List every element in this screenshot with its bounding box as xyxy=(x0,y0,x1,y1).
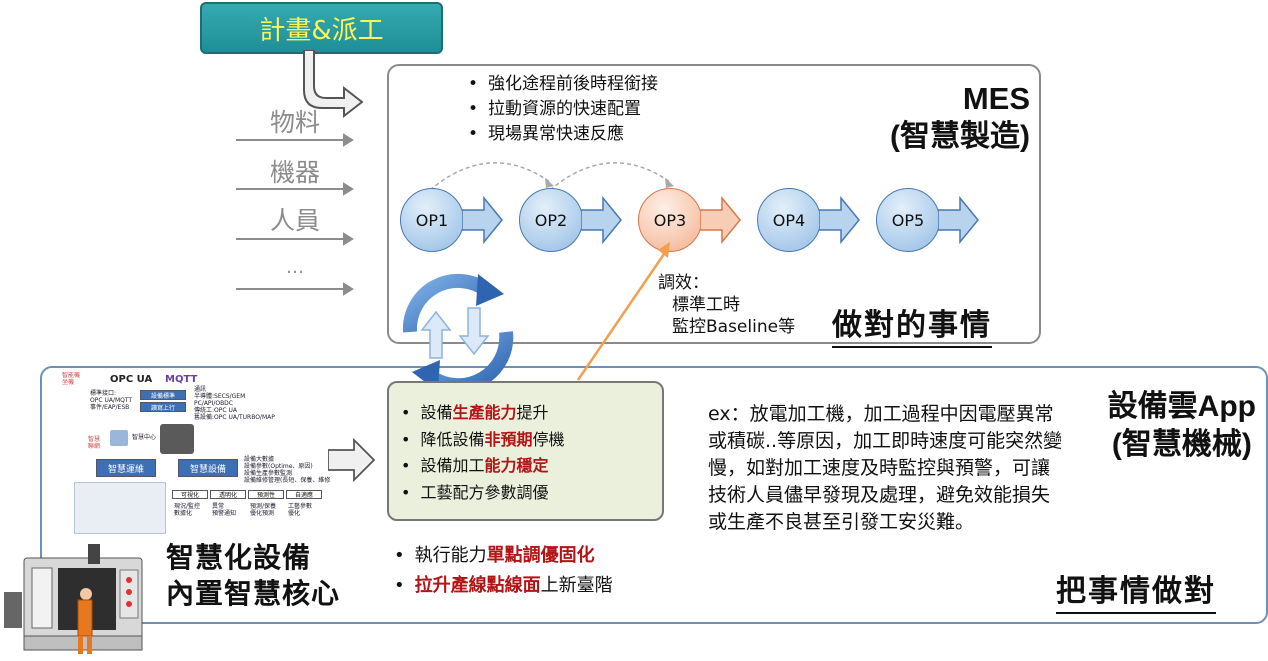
opc-ua-logo: OPC UA xyxy=(110,374,153,385)
execution-item: 執行能力單點調優固化 xyxy=(394,541,613,571)
thumb-right-notes: 通訊 半導體:SECS/GEM PC/API/OBDC 傳統工:OPC UA 舊… xyxy=(194,386,275,421)
thumb-side-label: 智慧 聯網 xyxy=(88,436,101,450)
thumb-step-desc: 預測/保養 優化預測 xyxy=(250,503,277,517)
op5-arrow xyxy=(938,196,979,245)
benefit-list: 設備生產能力提升 降低設備非預期停機 設備加工能力穩定 工藝配方參數調優 xyxy=(401,400,564,506)
thumb-btn-ops: 智慧運維 xyxy=(96,459,156,477)
smart-core-line1: 智慧化設備 xyxy=(166,541,312,574)
op1-arrow xyxy=(462,196,503,245)
op1-node: OP1 xyxy=(400,188,464,252)
benefit-item: 設備加工能力穩定 xyxy=(401,453,564,480)
op4-arrow xyxy=(819,196,860,245)
thumb-step: 透明化 xyxy=(210,490,246,499)
op3-arrow xyxy=(700,196,741,245)
input-more-label: … xyxy=(286,257,304,278)
smart-machine-title: 設備雲App (智慧機械) xyxy=(1108,388,1256,464)
execution-item: 拉升產線點線面上新臺階 xyxy=(394,571,613,601)
thumb-protocols: 標準接口: OPC UA/MQTT 事件/EAP/ESB xyxy=(90,390,133,411)
mes-bullet: 拉動資源的快速配置 xyxy=(468,97,658,122)
adjust-note: 調效： 標準工時 監控Baseline等 xyxy=(658,272,795,338)
thumb-step-desc: 異常 預警通知 xyxy=(212,503,237,517)
mes-bullet: 現場異常快速反應 xyxy=(468,122,658,147)
mes-title: MES (智慧製造) xyxy=(890,80,1030,156)
cnc-machine-worker-illustration xyxy=(4,544,143,654)
op3-node: OP3 xyxy=(638,188,702,252)
plan-dispatch-label: 計畫&派工 xyxy=(259,15,384,46)
feedback-arrow xyxy=(576,242,670,381)
mes-bullet: 強化途程前後時程銜接 xyxy=(468,72,658,97)
benefit-item: 工藝配方參數調優 xyxy=(401,480,564,507)
thumb-step: 自適應 xyxy=(286,490,322,499)
thumb-step: 預測性 xyxy=(248,490,284,499)
smart-core-line2: 內置智慧核心 xyxy=(166,577,341,610)
smart-machine-tagline: 把事情做對 xyxy=(1056,566,1216,614)
input-machine-label: 機器 xyxy=(269,158,320,187)
thumb-top-label: 智能機 坐機 xyxy=(62,372,81,386)
thumb-box-standard: 設備標準 xyxy=(140,390,186,400)
op-link-arcs xyxy=(429,162,674,191)
cycle-refresh-icon xyxy=(402,273,514,393)
adjust-line1: 標準工時 xyxy=(672,295,740,315)
mes-tagline: 做對的事情 xyxy=(832,300,992,348)
thumb-btn-equip: 智慧設備 xyxy=(178,459,238,477)
op2-arrow xyxy=(581,196,622,245)
mqtt-logo: MQTT xyxy=(165,374,198,385)
thumb-step-desc: 工藝參數 優化 xyxy=(288,503,313,517)
dashboard-screenshot xyxy=(74,482,166,534)
op5-node: OP5 xyxy=(876,188,940,252)
thumbnail-to-box-arrow xyxy=(328,438,376,482)
input-arrows xyxy=(236,133,354,296)
smart-machine-title-line2: (智慧機械) xyxy=(1111,428,1252,461)
adjust-line2: 監控Baseline等 xyxy=(672,317,796,337)
thumb-btn-notes: 設備大數據 設備參數(Optime、原因) 設備生產參數監測 設備維修管理(長短… xyxy=(244,456,330,484)
thumb-step-desc: 現況/監控 數據化 xyxy=(174,503,201,517)
op5-circle: OP5 xyxy=(876,188,940,252)
execution-bullets: 執行能力單點調優固化 拉升產線點線面上新臺階 xyxy=(394,541,613,601)
input-material-label: 物料 xyxy=(269,108,320,137)
machine-icon xyxy=(160,424,194,454)
equipment-benefit-box: 設備生產能力提升 降低設備非預期停機 設備加工能力穩定 工藝配方參數調優 xyxy=(387,381,664,521)
input-people-label: 人員 xyxy=(269,206,320,235)
op4-node: OP4 xyxy=(757,188,821,252)
architecture-thumbnail: 智能機 坐機 OPC UA MQTT 標準接口: OPC UA/MQTT 事件/… xyxy=(60,372,330,537)
thumb-step: 可視化 xyxy=(172,490,208,499)
mes-bullet-list: 強化途程前後時程銜接 拉動資源的快速配置 現場異常快速反應 xyxy=(468,72,658,147)
plan-to-mes-arrow xyxy=(303,50,364,119)
smart-machine-title-line1: 設備雲App xyxy=(1107,390,1256,423)
op4-circle: OP4 xyxy=(757,188,821,252)
op1-circle: OP1 xyxy=(400,188,464,252)
plan-dispatch-box: 計畫&派工 xyxy=(200,2,443,54)
smart-core-title: 智慧化設備 內置智慧核心 xyxy=(166,540,340,612)
server-icon xyxy=(110,430,128,446)
mes-title-line1: MES xyxy=(962,81,1030,116)
adjust-label: 調效： xyxy=(658,273,709,293)
mes-title-line2: (智慧製造) xyxy=(890,120,1030,153)
op3-circle: OP3 xyxy=(638,188,702,252)
thumb-box-readwrite: 讀寫上行 xyxy=(140,402,186,412)
benefit-item: 設備生產能力提升 xyxy=(401,400,564,427)
benefit-item: 降低設備非預期停機 xyxy=(401,427,564,454)
thumb-hub-label: 智慧中心 xyxy=(132,434,157,441)
example-description: ex：放電加工機，加工過程中因電壓異常或積碳..等原因，加工即時速度可能突然變慢… xyxy=(708,403,1063,533)
